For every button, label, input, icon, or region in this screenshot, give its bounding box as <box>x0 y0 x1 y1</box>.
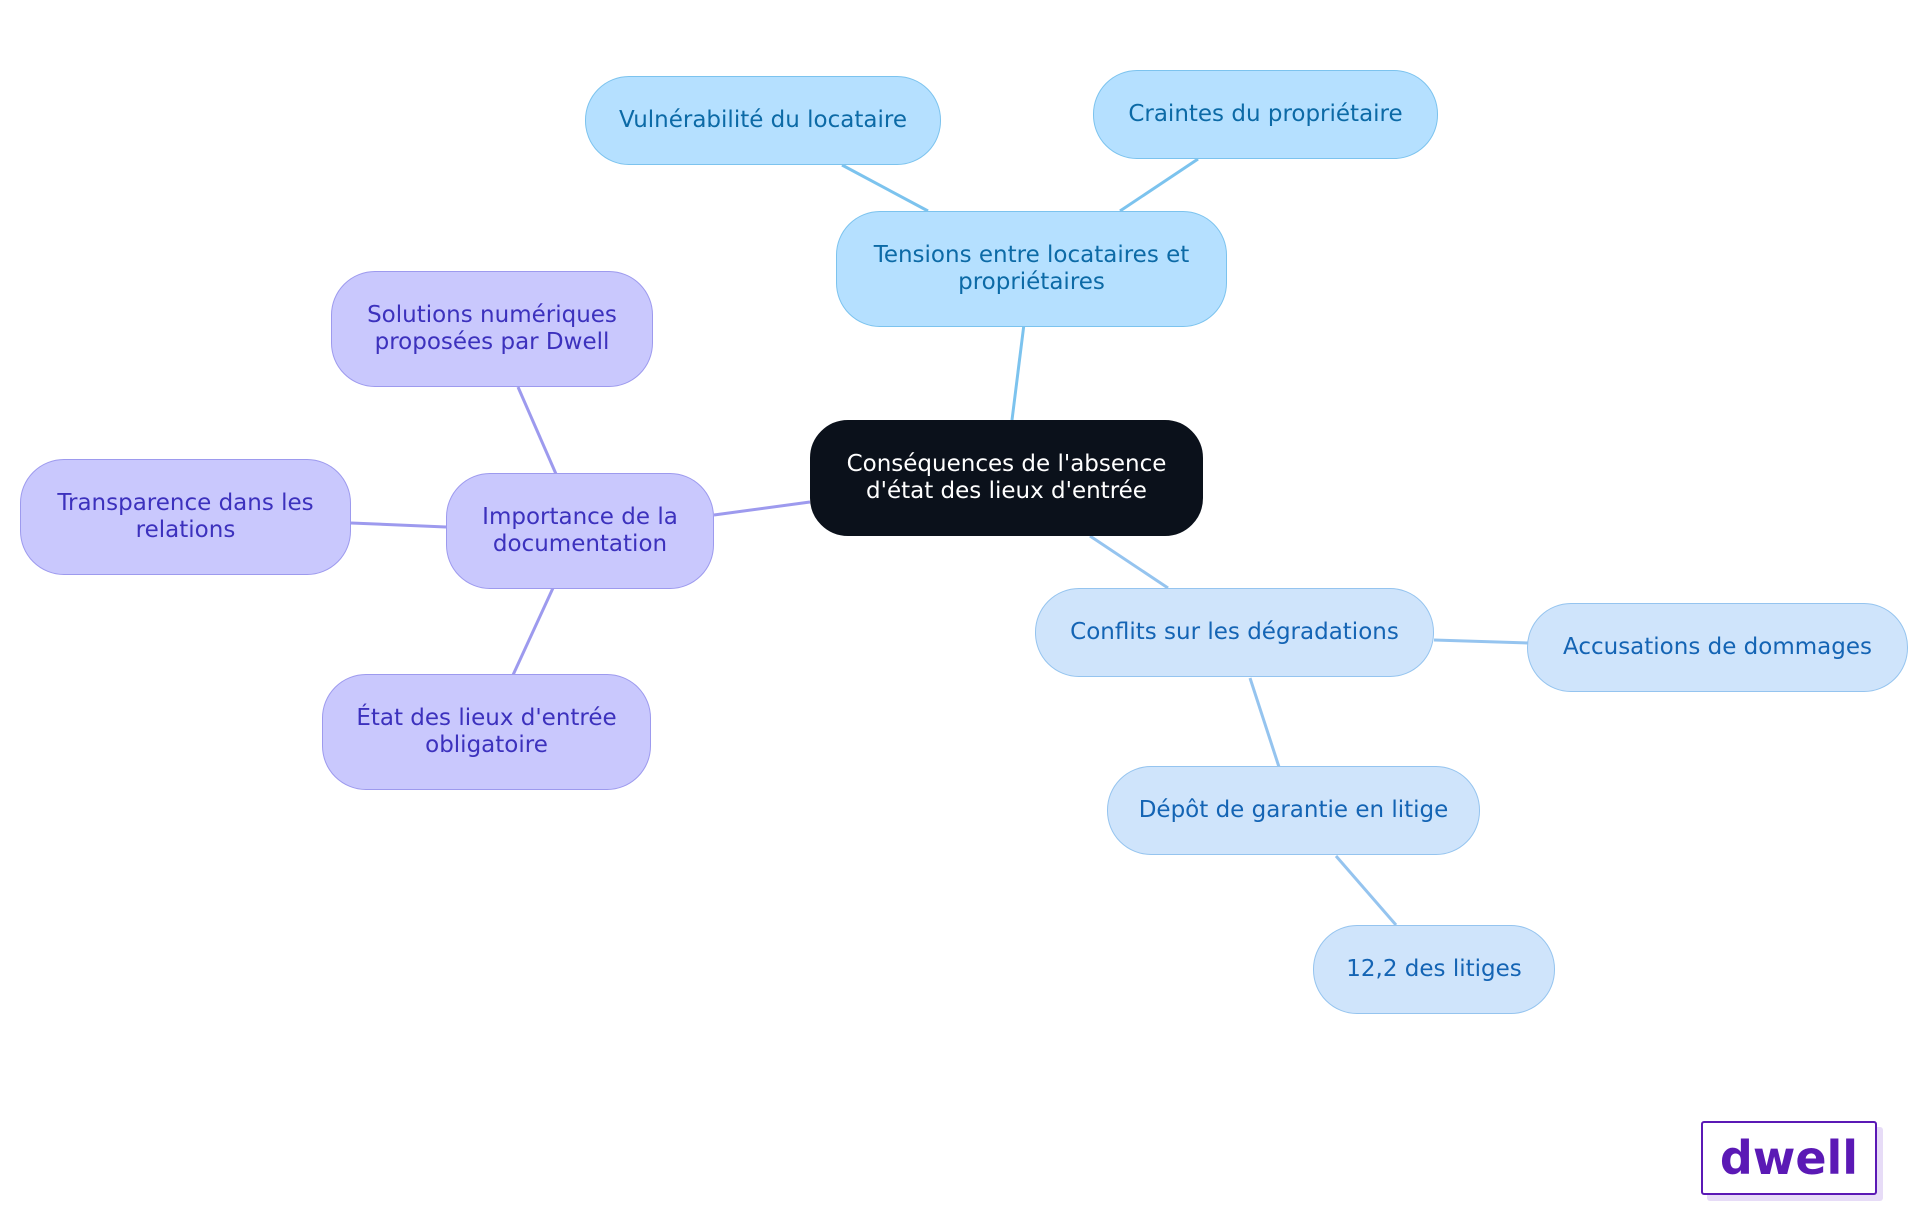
edge-importance-etat <box>511 587 555 676</box>
edge-conflits-depot <box>1248 677 1281 768</box>
node-vulnerabilite-label: Vulnérabilité du locataire <box>619 107 907 133</box>
node-accusations-label: Accusations de dommages <box>1563 634 1872 660</box>
node-importance-label: Importance de la documentation <box>482 504 678 557</box>
node-etat-obligatoire-label: État des lieux d'entrée obligatoire <box>356 705 617 758</box>
dwell-logo: dwell <box>1701 1121 1877 1195</box>
node-vulnerabilite[interactable]: Vulnérabilité du locataire <box>585 76 941 165</box>
node-etat-obligatoire[interactable]: État des lieux d'entrée obligatoire <box>322 674 651 790</box>
node-accusations[interactable]: Accusations de dommages <box>1527 603 1908 692</box>
node-craintes[interactable]: Craintes du propriétaire <box>1093 70 1438 159</box>
node-transparence[interactable]: Transparence dans les relations <box>20 459 351 575</box>
node-conflits[interactable]: Conflits sur les dégradations <box>1035 588 1434 677</box>
node-depot-label: Dépôt de garantie en litige <box>1138 797 1449 823</box>
node-transparence-label: Transparence dans les relations <box>57 490 314 543</box>
node-tensions[interactable]: Tensions entre locataires et propriétair… <box>836 211 1227 327</box>
edge-tensions-vulnerabilite <box>841 163 929 213</box>
edge-root-conflits <box>1089 534 1169 590</box>
root-node-label: Conséquences de l'absence d'état des lie… <box>846 451 1167 504</box>
node-solutions-label: Solutions numériques proposées par Dwell <box>367 302 617 355</box>
node-litiges[interactable]: 12,2 des litiges <box>1313 925 1555 1014</box>
edge-depot-litiges <box>1334 855 1398 926</box>
node-tensions-label: Tensions entre locataires et propriétair… <box>873 242 1190 295</box>
edge-root-tensions <box>1010 323 1026 421</box>
edge-importance-transparence <box>350 521 447 529</box>
node-depot[interactable]: Dépôt de garantie en litige <box>1107 766 1480 855</box>
node-solutions[interactable]: Solutions numériques proposées par Dwell <box>331 271 653 387</box>
node-litiges-label: 12,2 des litiges <box>1346 956 1522 982</box>
node-craintes-label: Craintes du propriétaire <box>1128 101 1403 127</box>
dwell-logo-text: dwell <box>1719 1131 1859 1185</box>
edge-importance-solutions <box>516 386 558 475</box>
edge-root-importance <box>713 500 811 517</box>
node-importance[interactable]: Importance de la documentation <box>446 473 714 589</box>
root-node[interactable]: Conséquences de l'absence d'état des lie… <box>810 420 1203 536</box>
edge-tensions-craintes <box>1119 157 1199 213</box>
edge-conflits-accusations <box>1433 638 1529 645</box>
node-conflits-label: Conflits sur les dégradations <box>1070 619 1399 645</box>
